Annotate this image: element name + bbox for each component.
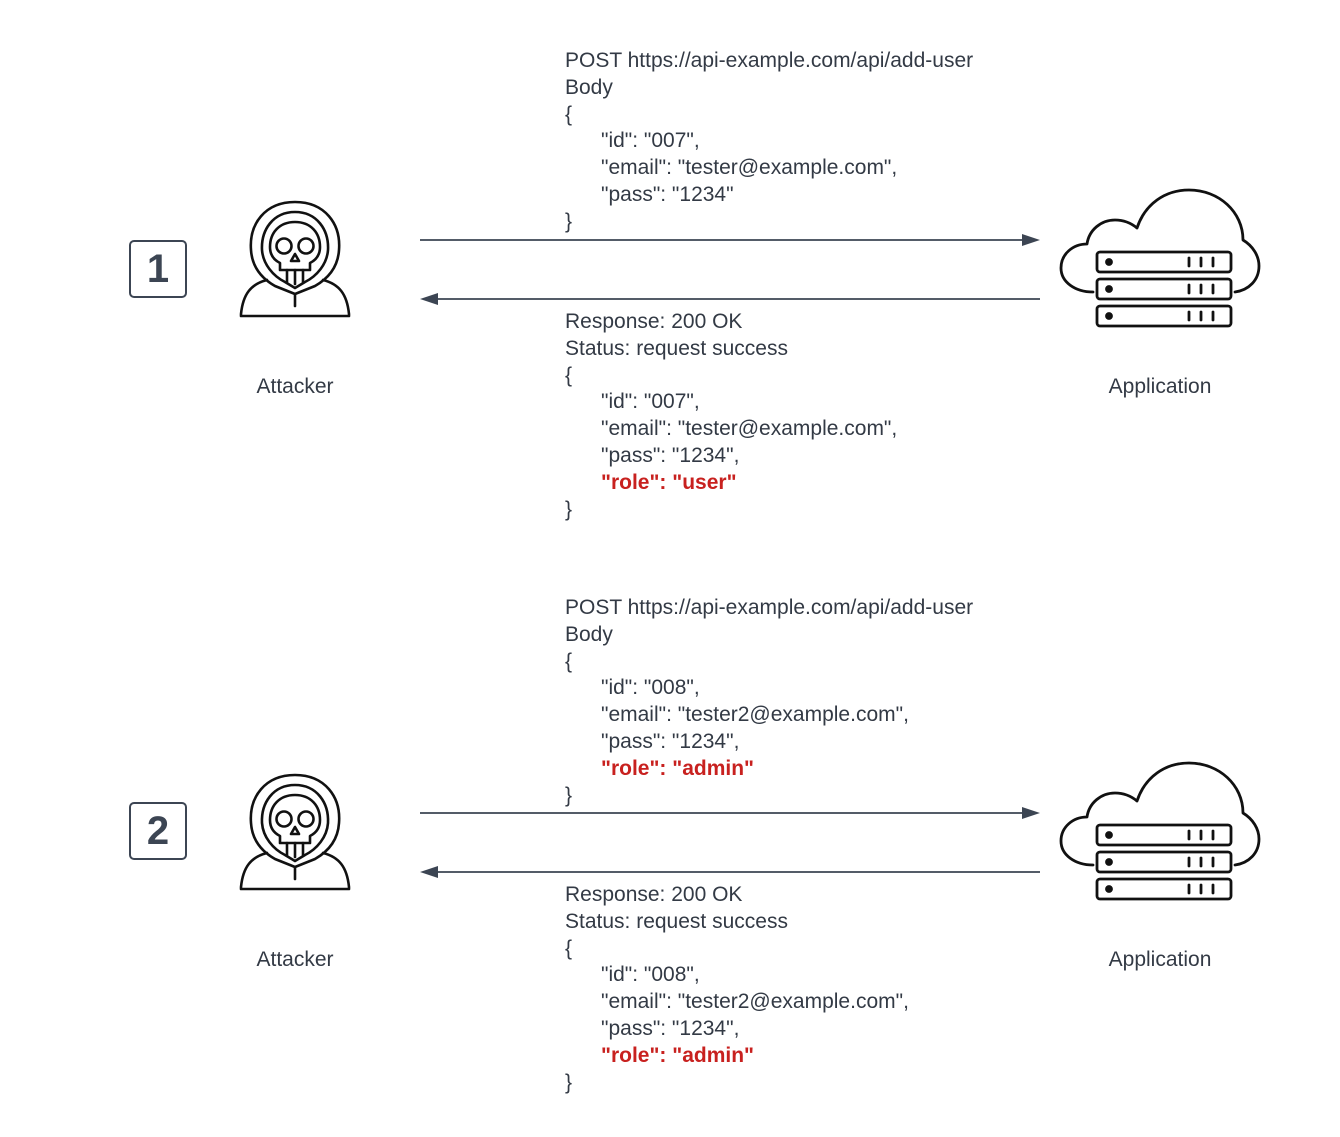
response-status-line: Response: 200 OK (565, 883, 743, 906)
json-field: "email": "tester@example.com", (601, 417, 898, 441)
response-status-text: Status: request success (565, 336, 788, 360)
scene-step-1: 1 Attacker (0, 0, 1340, 560)
response-status-line: Response: 200 OK (565, 310, 743, 333)
request-arrowhead (1022, 807, 1040, 819)
json-field: "email": "tester@example.com", (601, 156, 898, 180)
role-field-highlight: "role": "admin" (601, 1043, 755, 1067)
hooded-skull-icon (239, 771, 351, 898)
response-arrowhead (420, 293, 438, 305)
request-url: POST https://api-example.com/api/add-use… (565, 49, 974, 72)
body-label: Body (565, 622, 613, 646)
open-brace: { (565, 102, 573, 126)
response-message: Response: 200 OK Status: request success… (565, 309, 897, 523)
json-field: "id": "007", (601, 390, 700, 414)
request-message: POST https://api-example.com/api/add-use… (565, 595, 973, 809)
request-message: POST https://api-example.com/api/add-use… (565, 48, 973, 236)
role-field-highlight: "role": "admin" (601, 756, 755, 780)
json-field: "pass": "1234", (601, 443, 740, 467)
scene-step-2: 2 Attacker (0, 573, 1340, 1133)
attacker-label: Attacker (256, 375, 334, 398)
response-message: Response: 200 OK Status: request success… (565, 882, 909, 1096)
json-field: "email": "tester2@example.com", (601, 990, 909, 1014)
request-url: POST https://api-example.com/api/add-use… (565, 596, 974, 619)
json-field: "email": "tester2@example.com", (601, 703, 909, 727)
json-field: "id": "008", (601, 676, 700, 700)
json-field: "pass": "1234", (601, 729, 740, 753)
json-field: "pass": "1234" (601, 182, 734, 206)
step-badge: 1 (129, 240, 187, 298)
cloud-server-icon (1057, 759, 1261, 910)
body-label: Body (565, 75, 613, 99)
close-brace: } (565, 497, 573, 521)
json-field: "pass": "1234", (601, 1016, 740, 1040)
open-brace: { (565, 363, 573, 387)
json-field: "id": "007", (601, 129, 700, 153)
response-status-text: Status: request success (565, 909, 788, 933)
application-label: Application (1108, 948, 1212, 971)
open-brace: { (565, 649, 573, 673)
hooded-skull-icon (239, 198, 351, 325)
request-arrowhead (1022, 234, 1040, 246)
attacker-label: Attacker (256, 948, 334, 971)
role-field-highlight: "role": "user" (601, 470, 737, 494)
close-brace: } (565, 1070, 573, 1094)
step-badge: 2 (129, 802, 187, 860)
json-field: "id": "008", (601, 963, 700, 987)
close-brace: } (565, 209, 573, 233)
open-brace: { (565, 936, 573, 960)
response-arrowhead (420, 866, 438, 878)
close-brace: } (565, 783, 573, 807)
application-label: Application (1108, 375, 1212, 398)
cloud-server-icon (1057, 186, 1261, 337)
